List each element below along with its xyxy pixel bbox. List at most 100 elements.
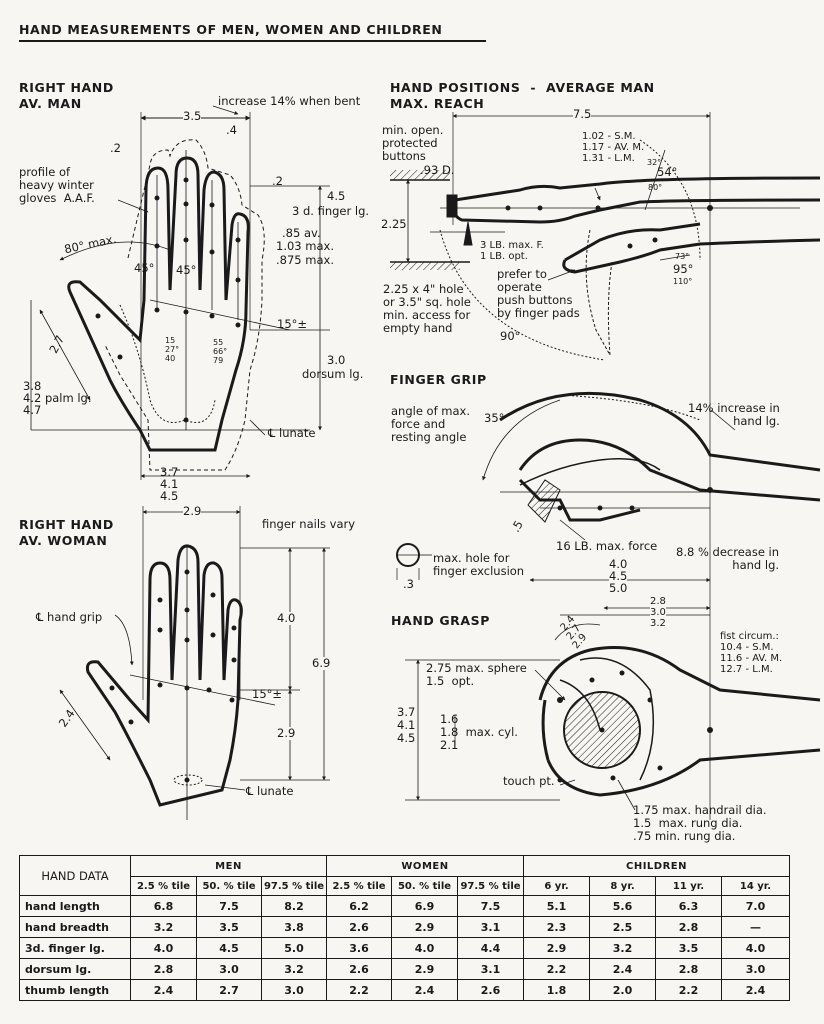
grasp-height-2: 4.1 — [397, 718, 416, 732]
grasp-top-2: 3.0 — [650, 607, 666, 618]
man-hand — [30, 105, 330, 480]
grip-increase-note: 14% increase in hand lg. — [688, 401, 780, 428]
man-angle-45b: 45° — [176, 263, 197, 277]
grip-force: 16 LB. max. force — [556, 539, 658, 553]
man-finger-length-value: 4.5 — [327, 189, 346, 203]
man-dim-4: .4 — [226, 123, 237, 137]
reach-angle-73: 73° — [675, 252, 690, 261]
table-cell: 2.4 — [130, 979, 197, 1001]
reach-sizes: 1.02 - S.M. 1.17 - AV. M. 1.31 - L.M. — [582, 131, 645, 164]
table-cell: 7.0 — [721, 895, 790, 917]
table-cell: 2.4 — [721, 979, 790, 1001]
table-cell: 6.8 — [130, 895, 197, 917]
table-cell: 2.9 — [523, 937, 590, 959]
table-group-women: WOMEN — [326, 855, 524, 877]
table-cell: 4.5 — [196, 937, 262, 959]
woman-heading-1: RIGHT HAND — [19, 517, 114, 532]
table-cell: 3.6 — [326, 937, 392, 959]
grip-hole-note: max. hole for finger exclusion — [433, 551, 525, 578]
woman-hand-grip: ℄ hand grip — [36, 610, 103, 624]
table-cell: 2.6 — [326, 958, 392, 980]
table-row: 3d. finger lg. 4.0 4.5 5.0 3.6 4.0 4.4 2… — [19, 937, 790, 959]
grasp-rail-note: 1.75 max. handrail dia. 1.5 max. rung di… — [633, 803, 767, 843]
grip-length-3: 5.0 — [609, 581, 628, 595]
woman-heading-2: AV. WOMAN — [19, 533, 108, 548]
man-angle-45a: 45° — [134, 261, 155, 275]
table-cell: 3.5 — [655, 937, 722, 959]
grip-angle-note: angle of max. force and resting angle — [391, 404, 471, 444]
table-group-men: MEN — [130, 855, 327, 877]
row-label: dorsum lg. — [19, 958, 131, 980]
table-col-header: 14 yr. — [721, 876, 790, 896]
table-cell: 2.7 — [196, 979, 262, 1001]
woman-angle-15: 15°± — [252, 687, 283, 701]
man-lunate: ℄ lunate — [268, 426, 316, 440]
man-heading-2: AV. MAN — [19, 96, 82, 111]
table-cell: 6.9 — [391, 895, 458, 917]
man-nail-3: .875 max. — [276, 253, 334, 267]
row-label: thumb length — [19, 979, 131, 1001]
man-heading-1: RIGHT HAND — [19, 80, 114, 95]
table-cell: 3.1 — [457, 958, 524, 980]
man-bottom-3: 4.5 — [160, 489, 179, 503]
table-cell: 2.0 — [589, 979, 656, 1001]
table-cell: 3.1 — [457, 916, 524, 938]
table-row: thumb length 2.4 2.7 3.0 2.2 2.4 2.6 1.8… — [19, 979, 790, 1001]
grip-heading: FINGER GRIP — [390, 372, 487, 387]
man-nail-2: 1.03 max. — [276, 239, 334, 253]
grasp-touch-point: touch pt. — [503, 774, 555, 788]
table-group-children: CHILDREN — [523, 855, 790, 877]
line-art — [30, 105, 821, 820]
table-cell: 2.5 — [589, 916, 656, 938]
table-cell: 2.9 — [391, 916, 458, 938]
table-col-header: 97.5 % tile — [261, 876, 327, 896]
grip-angle-35: 35° — [484, 411, 505, 425]
man-finger-length-label: 3 d. finger lg. — [292, 204, 370, 218]
table-cell: 2.4 — [391, 979, 458, 1001]
table-col-header: 8 yr. — [589, 876, 656, 896]
man-angle-15: 15°± — [277, 317, 308, 331]
woman-length-4: 4.0 — [277, 611, 296, 625]
table-cell: 5.1 — [523, 895, 590, 917]
table-cell: 5.0 — [261, 937, 327, 959]
table-cell: 3.8 — [261, 916, 327, 938]
man-increase-bent: increase 14% when bent — [218, 94, 361, 108]
man-dim-2b: .2 — [272, 174, 283, 188]
table-cell: 2.6 — [457, 979, 524, 1001]
grasp-top-3: 3.2 — [650, 618, 666, 629]
table-col-header: 50. % tile — [391, 876, 458, 896]
reach-angle-95: 95° — [673, 262, 694, 276]
grip-length-1: 4.0 — [609, 557, 628, 571]
table-col-header: 97.5 % tile — [457, 876, 524, 896]
man-dorsum-label: dorsum lg. — [302, 367, 364, 381]
table-cell: 3.2 — [130, 916, 197, 938]
finger-grip-diagram — [396, 391, 821, 582]
table-cell: 3.0 — [196, 958, 262, 980]
hand-grasp-diagram — [405, 606, 821, 811]
table-cell: 8.2 — [261, 895, 327, 917]
table-cell: 2.9 — [391, 958, 458, 980]
reach-angle-54: 54° — [657, 165, 678, 179]
table-cell: 2.2 — [326, 979, 392, 1001]
woman-nails-note: finger nails vary — [262, 517, 356, 531]
grip-hole-diameter: .3 — [403, 577, 414, 591]
title-underline — [19, 40, 486, 42]
table-cell: 3.2 — [589, 937, 656, 959]
man-dim-2: .2 — [110, 141, 121, 155]
row-label: hand breadth — [19, 916, 131, 938]
table-cell: 2.2 — [523, 958, 590, 980]
reach-diameter: .93 D. — [420, 163, 455, 177]
table-cell: 5.6 — [589, 895, 656, 917]
table-cell: 2.6 — [326, 916, 392, 938]
woman-hand — [59, 506, 330, 820]
table-cell: 7.5 — [457, 895, 524, 917]
reach-prefer-note: prefer to operate push buttons by finger… — [497, 267, 580, 320]
hand-data-table: HAND DATA MEN WOMEN CHILDREN 2.5 % tile … — [19, 855, 790, 1001]
table-cell: 3.5 — [196, 916, 262, 938]
table-row: hand breadth 3.2 3.5 3.8 2.6 2.9 3.1 2.3… — [19, 916, 790, 938]
man-width-label: 3.5 — [183, 109, 202, 123]
man-nail-1: .85 av. — [282, 226, 321, 240]
table-col-header: 11 yr. — [655, 876, 722, 896]
page-title: HAND MEASUREMENTS OF MEN, WOMEN AND CHIL… — [19, 22, 443, 37]
woman-lunate: ℄ lunate — [246, 784, 294, 798]
